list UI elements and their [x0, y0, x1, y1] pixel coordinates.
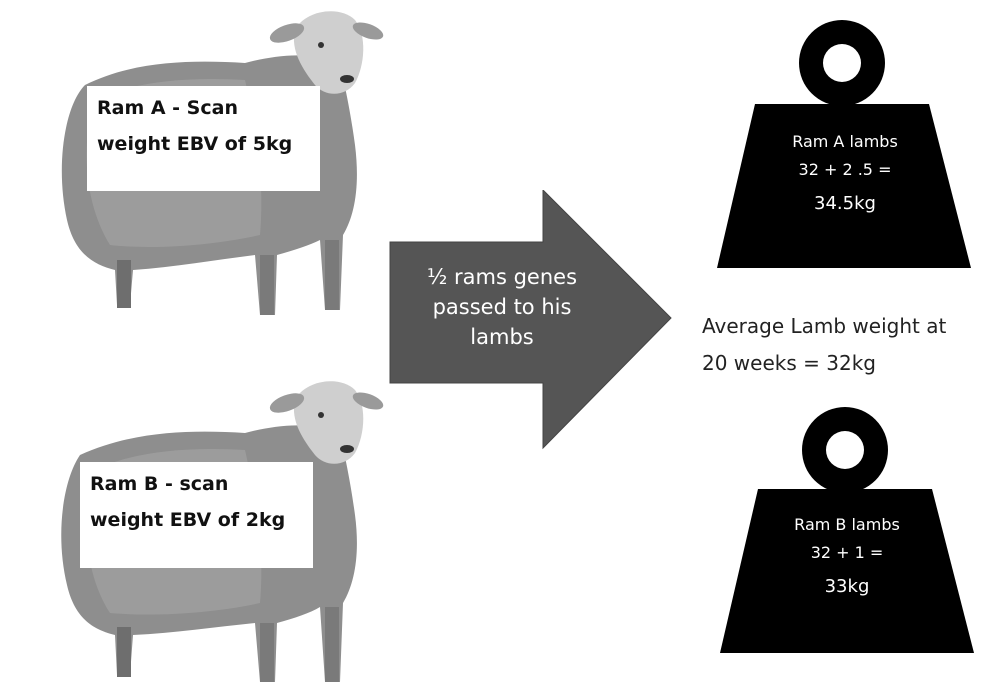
arrow-caption-line1: ½ rams genes [426, 265, 578, 289]
arrow-caption: ½ rams genes passed to his lambs [392, 262, 612, 352]
weight-a-text: Ram A lambs 32 + 2 .5 = 34.5kg [750, 128, 940, 224]
average-line2: 20 weeks = 32kg [702, 351, 876, 375]
ram-b-label-line2: weight EBV of 2kg [90, 509, 286, 531]
average-line1: Average Lamb weight at [702, 314, 947, 338]
arrow-caption-line2: passed to his [432, 295, 572, 319]
ram-a-label-line2: weight EBV of 5kg [97, 133, 293, 155]
average-weight-note: Average Lamb weight at 20 weeks = 32kg [702, 308, 984, 382]
ram-a-label: Ram A - Scan weight EBV of 5kg [87, 86, 320, 191]
weight-b-icon [718, 405, 976, 655]
weight-a-line3: 34.5kg [814, 193, 876, 214]
weight-a-line2: 32 + 2 .5 = [798, 160, 892, 179]
ram-b-label-line1: Ram B - scan [90, 473, 229, 495]
right-arrow-shape [388, 190, 673, 450]
ram-a-label-line1: Ram A - Scan [97, 97, 238, 119]
ram-b-label: Ram B - scan weight EBV of 2kg [80, 462, 313, 568]
weight-a-line1: Ram A lambs [792, 132, 898, 151]
weight-b-text: Ram B lambs 32 + 1 = 33kg [752, 511, 942, 607]
arrow-caption-line3: lambs [470, 325, 534, 349]
weight-b-line3: 33kg [824, 576, 870, 597]
weight-a-icon [715, 18, 973, 270]
weight-b-line1: Ram B lambs [794, 515, 900, 534]
weight-b-line2: 32 + 1 = [810, 543, 884, 562]
